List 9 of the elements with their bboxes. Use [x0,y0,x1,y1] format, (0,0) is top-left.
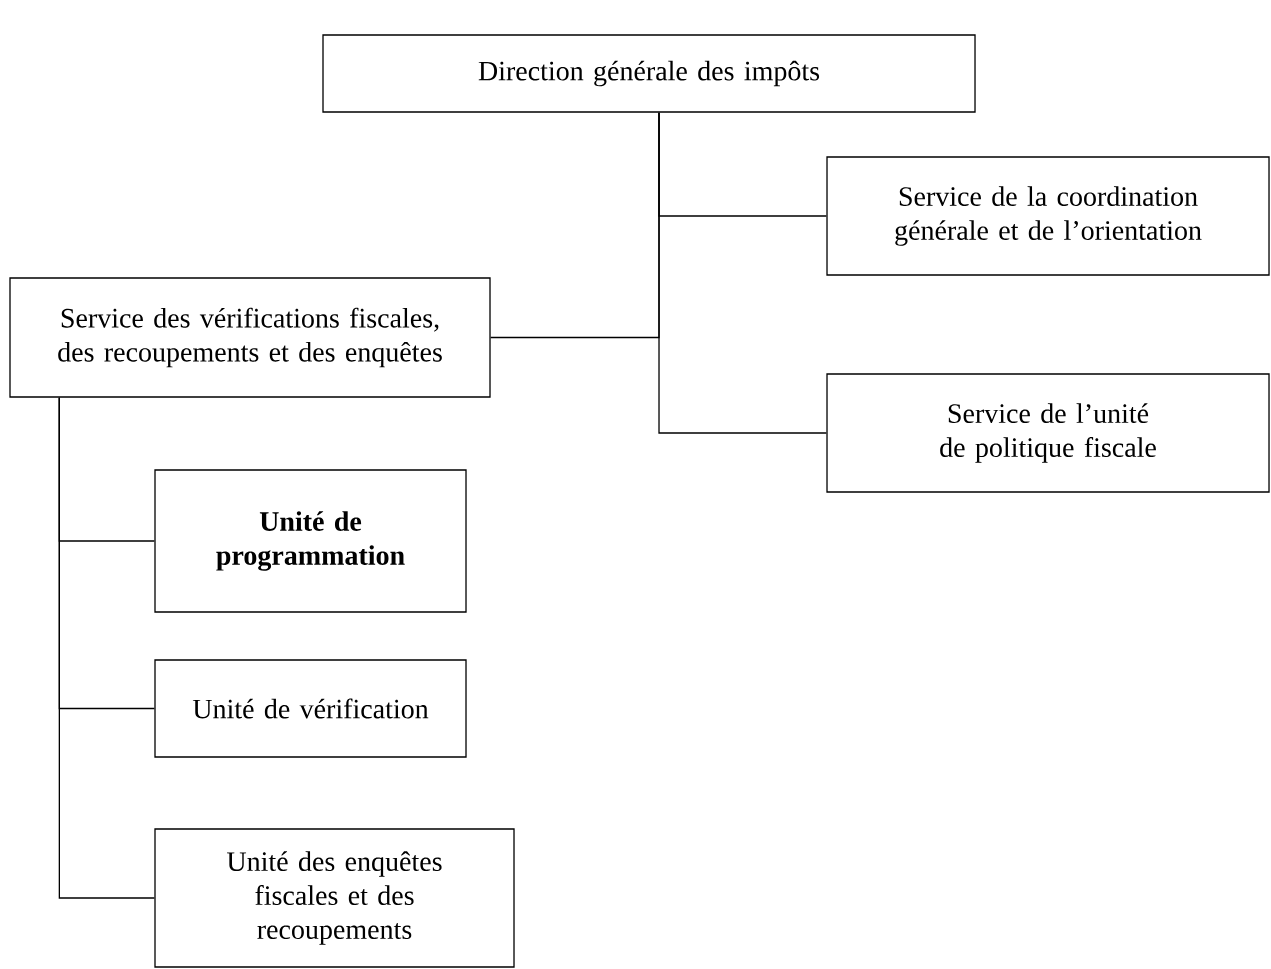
org-box: Unité de vérification [154,659,467,758]
org-box: Service des vérifications fiscales, des recoupements et des enquêtes [9,277,491,398]
org-box: Unité des enquêtes fiscales et des recoupements [154,828,515,968]
org-box: Unité de programmation [154,469,467,613]
org-box: Direction générale des impôts [322,34,976,113]
connector-line [658,112,827,434]
connector-line [58,397,155,899]
org-box: Service de l’unité de politique fiscale [826,373,1270,493]
org-box: Service de la coordination générale et de l’orientation [826,156,1270,276]
